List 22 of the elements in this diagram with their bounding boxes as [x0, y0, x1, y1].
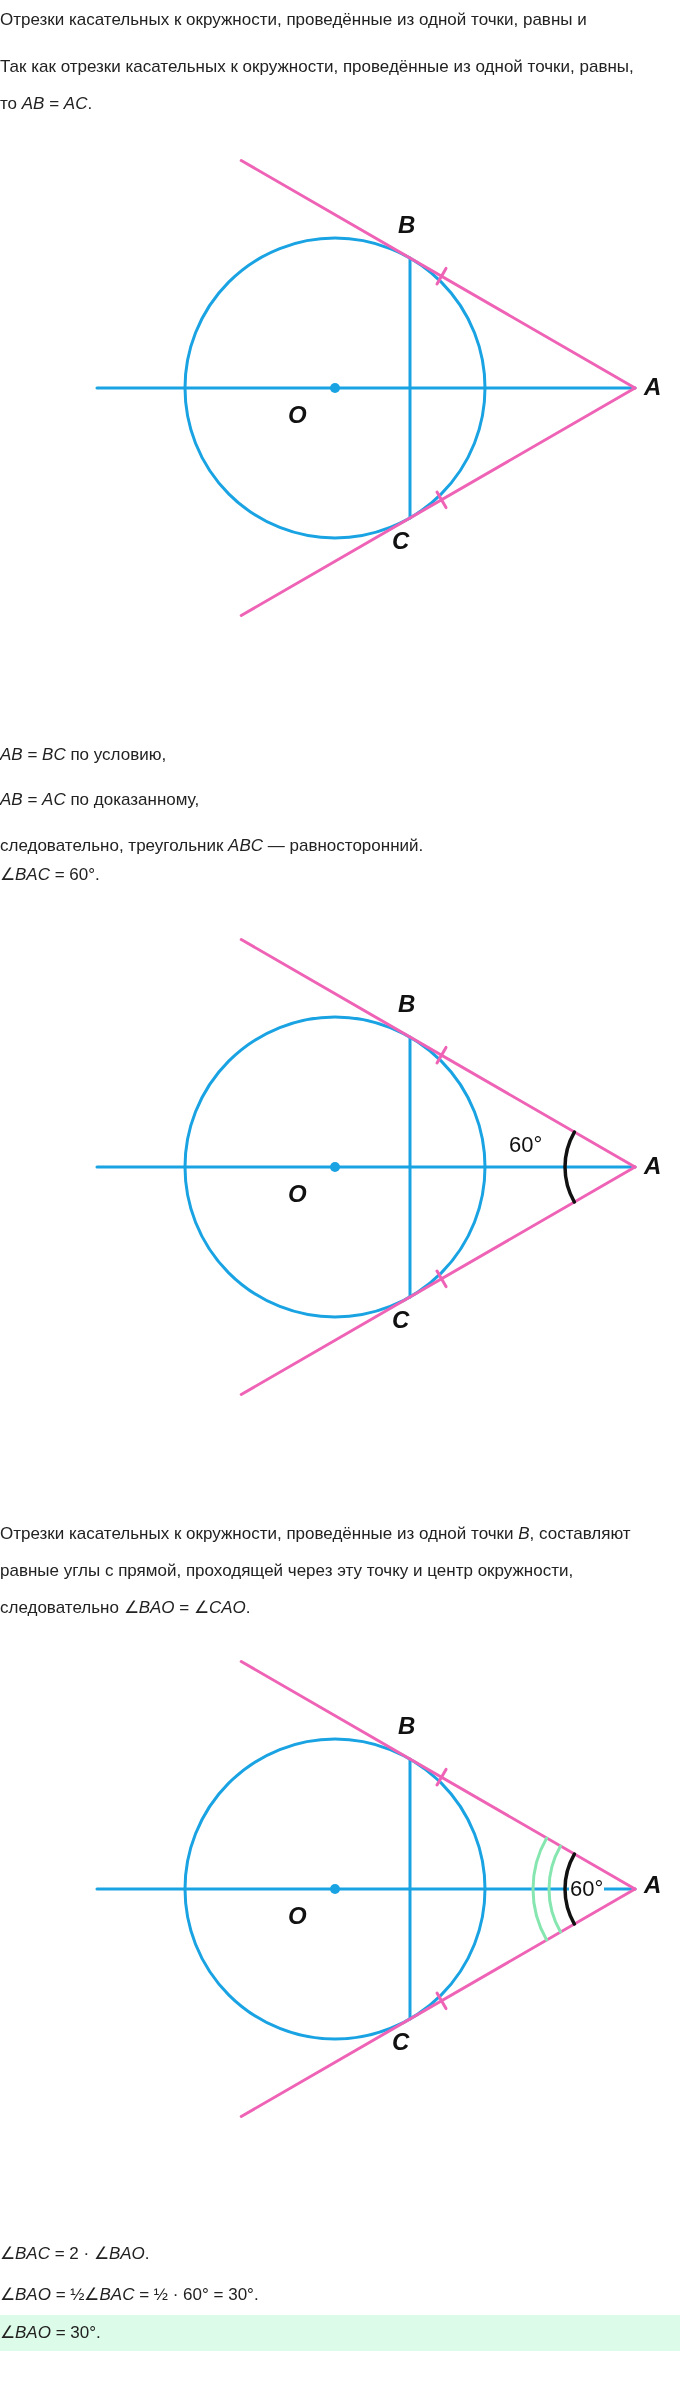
answer-text: ∠BAO = 30°.: [0, 2322, 101, 2344]
point-label: O: [288, 1903, 307, 1929]
point-label: B: [398, 1713, 416, 1739]
point-label: C: [392, 528, 410, 554]
point-label: O: [288, 1181, 307, 1207]
point-label: O: [288, 402, 307, 428]
solution-text: ∠BAC = 60°.: [0, 864, 100, 886]
solution-text: ∠BAC = 2 · ∠BAO.: [0, 2243, 150, 2265]
point-label: B: [398, 991, 416, 1017]
point-label: A: [644, 1153, 662, 1179]
solution-text: AB = AC по доказанному,: [0, 789, 200, 811]
solution-text: Так как отрезки касательных к окружности, проведённые из одной точки, равны, то AB = AC.: [0, 56, 635, 115]
point-label: A: [644, 374, 662, 400]
solution-text: Отрезки касательных к окружности, проведённые из одной точки B, составляют равные углы с прямой, проходящей через эту точку и центр окружности, следовательно ∠BAO = ∠CAO.: [0, 1523, 632, 1619]
solution-text: AB = BC по условию,: [0, 744, 167, 766]
point-label: A: [644, 1872, 662, 1898]
solution-text: Отрезки касательных к окружности, проведённые из одной точки, равны и: [0, 9, 587, 31]
point-label: B: [398, 212, 416, 238]
point-label: C: [392, 1307, 410, 1333]
solution-text: ∠BAO = ½∠BAC = ½ · 60° = 30°.: [0, 2284, 259, 2306]
solution-text: следовательно, треугольник ABC — равносторонний.: [0, 835, 424, 857]
point-label: C: [392, 2029, 410, 2055]
